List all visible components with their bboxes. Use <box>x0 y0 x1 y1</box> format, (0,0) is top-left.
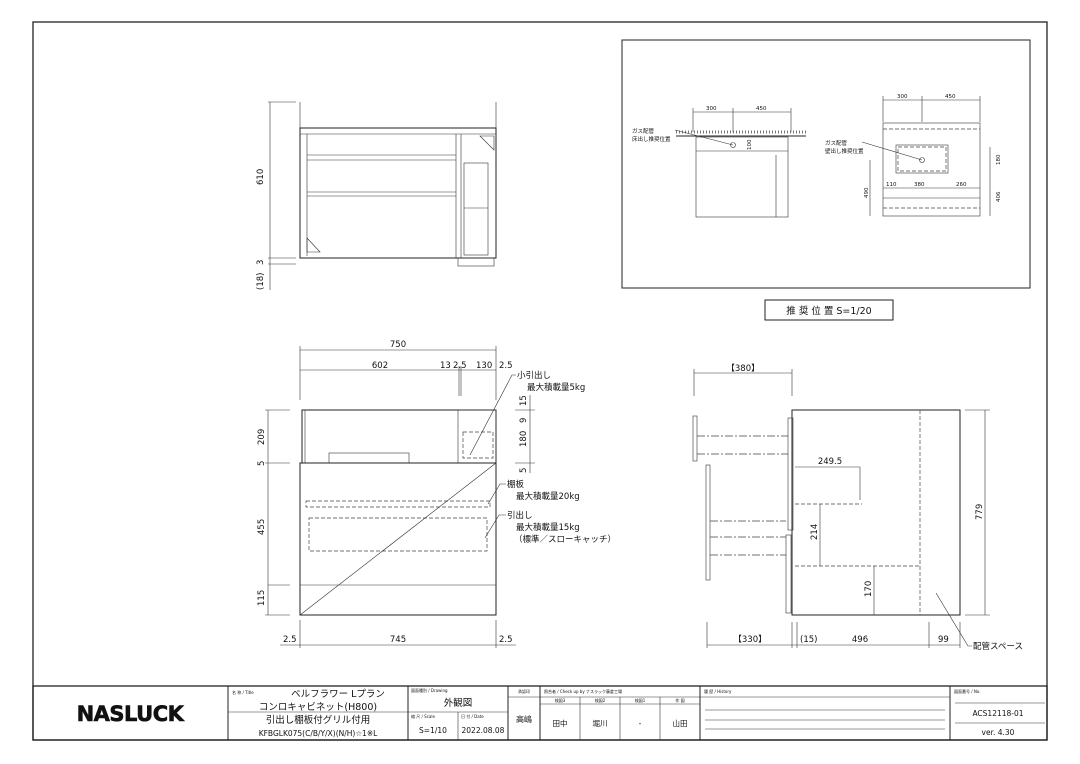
inset-caption: 推 奨 位 置 S=1/20 <box>786 305 871 317</box>
dim-9: 9 <box>519 418 529 423</box>
check-value-1: 田中 <box>553 718 568 728</box>
dim-130: 130 <box>476 361 492 371</box>
dim-open-330: 【330】 <box>733 635 766 645</box>
floor-dim-300: 300 <box>706 106 717 112</box>
date-label: 日 付 / Date <box>461 713 484 719</box>
wall-dim-260: 260 <box>956 182 967 188</box>
front-view: 750 602 13 2.5 130 2.5 209 5 455 115 15 … <box>257 340 616 648</box>
note-small-drawer-load: 最大積載量5kg <box>527 382 585 393</box>
floor-label-2: 床出し推奨位置 <box>632 135 671 143</box>
dim-750: 750 <box>390 340 406 350</box>
scale-label: 縮 尺 / Scale <box>411 713 435 719</box>
wall-dim-180: 180 <box>996 154 1002 165</box>
dim-170: 170 <box>864 581 874 597</box>
number-label: 図面番号 / No. <box>954 688 981 694</box>
dim-214: 214 <box>810 524 820 540</box>
wall-label-2: 壁出し推奨位置 <box>825 147 864 155</box>
title-line-1: ベルフラワー Lプラン <box>291 689 385 700</box>
wall-dim-110: 110 <box>886 182 897 188</box>
recommended-position-inset: 300 450 100 ガス配管 床出し推奨位置 300 450 110 380… <box>621 39 1031 289</box>
check-head-4: 作 図 <box>675 697 684 703</box>
dim-bottom-2-5l: 2.5 <box>283 635 297 645</box>
wall-dim-406: 406 <box>996 191 1002 202</box>
check-head-2: 検図2 <box>595 697 606 703</box>
floor-dim-100: 100 <box>747 139 753 150</box>
check-value-3: - <box>639 719 642 728</box>
gas-pipe-floor-marker <box>730 142 736 148</box>
approval-value: 高嶋 <box>516 714 532 724</box>
dim-115: 115 <box>257 590 267 606</box>
check-head-1: 検図3 <box>555 697 566 703</box>
nasluck-logo: NASLUCK <box>76 702 185 727</box>
title-line-2: コンロキャビネット(H800) <box>259 702 377 713</box>
approval-label: 承認印 <box>518 688 530 694</box>
date-value: 2022.08.08 <box>462 726 505 735</box>
dim-602: 602 <box>372 361 388 371</box>
dim-15-side: (15) <box>800 635 817 645</box>
wall-dim-490: 490 <box>864 187 870 198</box>
drawing-value: 外観図 <box>444 697 473 709</box>
title-line-4: KFBGLK075(C/B/Y/X)(N/H)☆1※L <box>259 729 378 738</box>
svg-text:NASLUCK: NASLUCK <box>77 702 185 726</box>
note-drawer-type: （標準／スローキャッチ） <box>514 534 616 545</box>
dim-2-5b: 2.5 <box>499 361 513 371</box>
sheet-border <box>32 21 1048 741</box>
dim-5-right: 5 <box>519 468 529 473</box>
check-head-3: 検図1 <box>635 697 646 703</box>
inset-caption-box <box>764 299 894 321</box>
dim-open-380: 【380】 <box>726 364 759 374</box>
dim-99: 99 <box>938 635 949 645</box>
dim-bottom-2-5r: 2.5 <box>499 635 513 645</box>
note-shelf: 棚板 <box>507 479 525 490</box>
dim-2-5a: 2.5 <box>453 361 467 371</box>
dim-13: 13 <box>440 361 451 371</box>
drawing-label: 図面種別 / Drawing <box>411 687 448 693</box>
check-value-2: 堀川 <box>593 719 608 728</box>
note-small-drawer: 小引出し <box>517 370 551 381</box>
dim-455: 455 <box>257 519 267 535</box>
dim-3: 3 <box>256 260 266 265</box>
drawing-number: ACS12118-01 <box>972 709 1023 718</box>
check-value-4: 山田 <box>673 718 688 728</box>
dim-209: 209 <box>257 429 267 445</box>
history-label: 履 歴 / History <box>704 688 732 694</box>
note-drawer-load: 最大積載量15kg <box>516 522 580 533</box>
title-label: 名 称 / Title <box>232 689 254 695</box>
floor-label-1: ガス配管 <box>632 127 655 135</box>
wall-label-1: ガス配管 <box>825 139 848 147</box>
wall-dim-380: 380 <box>914 182 925 188</box>
dim-745: 745 <box>390 635 406 645</box>
dim-496: 496 <box>852 635 868 645</box>
side-view: 【380】 249.5 214 170 779 【330】 (15) 496 9… <box>692 364 1023 652</box>
floor-dim-450: 450 <box>756 106 767 112</box>
note-drawer: 引出し <box>507 510 533 521</box>
version: ver. 4.30 <box>982 728 1015 737</box>
top-view: 610 3 (18) <box>256 101 497 290</box>
dim-779: 779 <box>975 504 985 520</box>
wall-dim-300: 300 <box>897 94 908 100</box>
wall-dim-450: 450 <box>945 94 956 100</box>
title-block: NASLUCK 名 称 / Title ベルフラワー Lプラン コンロキャビネッ… <box>32 685 1048 741</box>
check-label: 照合者 / Check up by ナスラック藤倉工場 <box>544 688 622 694</box>
dim-610: 610 <box>256 169 266 185</box>
dim-15: 15 <box>519 395 529 406</box>
dim-5-left: 5 <box>257 461 267 466</box>
dim-180: 180 <box>519 431 529 447</box>
title-line-3: 引出し棚板付グリル付用 <box>266 714 371 726</box>
dim-18: (18) <box>256 273 266 290</box>
scale-value: S=1/10 <box>419 726 447 735</box>
note-shelf-load: 最大積載量20kg <box>516 491 580 502</box>
dim-249-5: 249.5 <box>818 457 842 467</box>
note-pipe-space: 配管スペース <box>973 641 1023 652</box>
gas-pipe-wall-marker <box>919 157 925 163</box>
